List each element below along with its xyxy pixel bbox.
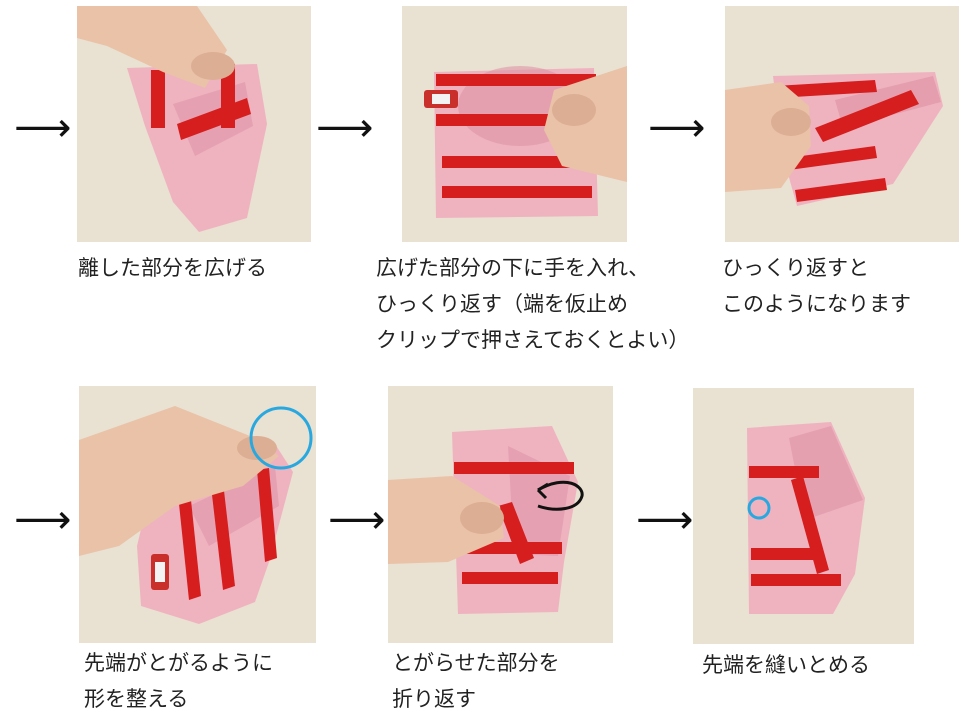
caption-line: 離した部分を広げる [78,256,267,280]
caption-line: 広げた部分の下に手を入れ、 [376,256,650,280]
step-5-caption: とがらせた部分を 折り返す [392,645,560,717]
caption-line: クリップで押さえておくとよい） [376,328,690,352]
step-4-photo [79,386,316,643]
arrow-icon: ⟶ [14,105,72,151]
step-3-photo [725,6,959,242]
step-4-caption: 先端がとがるように 形を整える [84,645,273,717]
step-1-photo [77,6,311,242]
step-6-photo [693,388,914,644]
arrow-icon: ⟶ [648,105,706,151]
step-5-photo [388,386,613,643]
arrow-icon: ⟶ [328,497,386,543]
step-1-caption: 離した部分を広げる [78,250,267,286]
caption-line: このようになります [722,292,911,316]
step-6-caption: 先端を縫いとめる [702,647,870,683]
caption-line: とがらせた部分を [392,651,560,675]
caption-line: 先端を縫いとめる [702,653,870,677]
caption-line: ひっくり返す（端を仮止め [376,292,628,316]
step-3-caption: ひっくり返すと このようになります [722,250,911,322]
step-2-caption: 広げた部分の下に手を入れ、 ひっくり返す（端を仮止め クリップで押さえておくとよ… [376,250,689,358]
caption-line: 先端がとがるように [84,651,273,675]
caption-line: ひっくり返すと [722,256,869,280]
caption-line: 形を整える [84,687,189,711]
arrow-icon: ⟶ [636,497,694,543]
caption-line: 折り返す [392,687,476,711]
arrow-icon: ⟶ [316,105,374,151]
step-2-photo [402,6,627,242]
arrow-icon: ⟶ [14,497,72,543]
